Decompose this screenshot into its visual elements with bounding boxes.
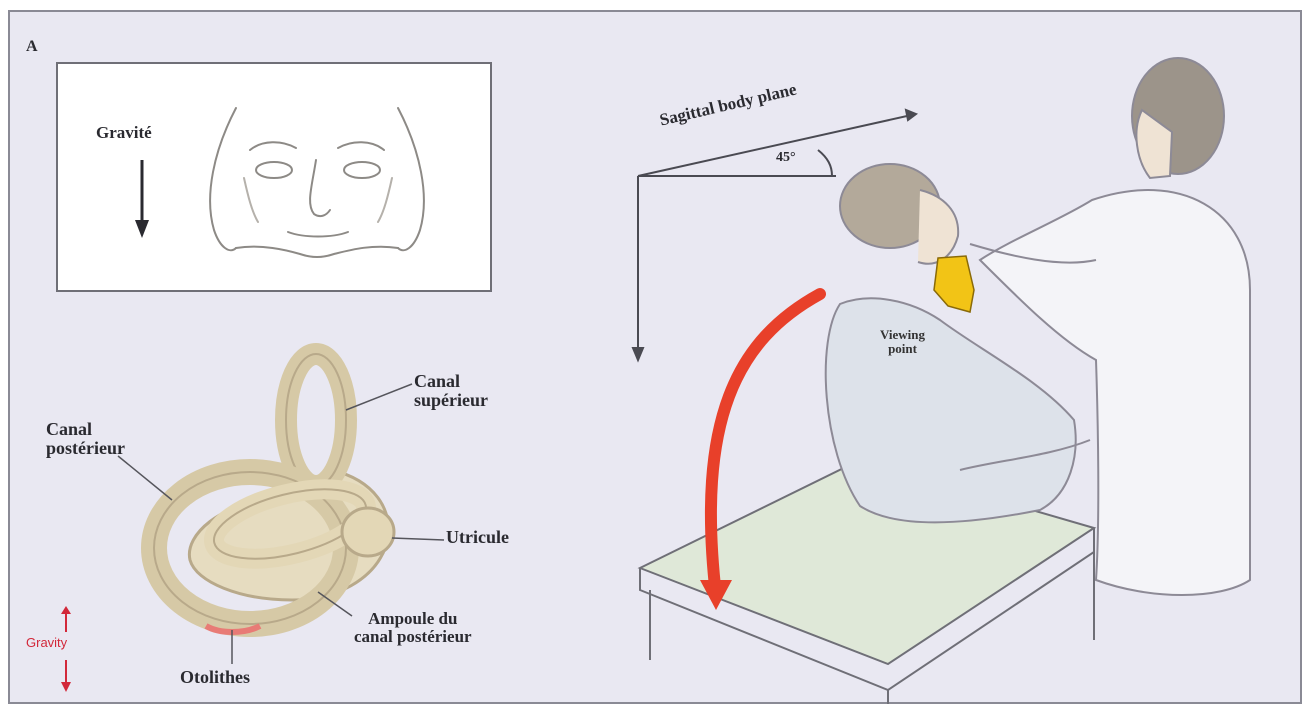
label-superior-canal: Canal supérieur [414,372,488,411]
semicircular-canals-drawing [154,354,394,632]
label-otoliths: Otolithes [180,668,250,687]
label-angle: 45° [776,150,796,165]
face-drawing [210,108,424,257]
glove-icon [934,256,974,312]
label-viewing-point: Viewing point [880,328,925,356]
label-posterior-canal: Canal postérieur [46,420,125,459]
inset-gravity-label: Gravité [96,124,152,142]
label-ampulla: Ampoule du canal postérieur [354,610,472,647]
label-utricle: Utricule [446,528,509,547]
gravity-arrow-icon [135,160,149,238]
gravity-indicator-label: Gravity [26,636,67,650]
patient-drawing [826,164,1090,522]
